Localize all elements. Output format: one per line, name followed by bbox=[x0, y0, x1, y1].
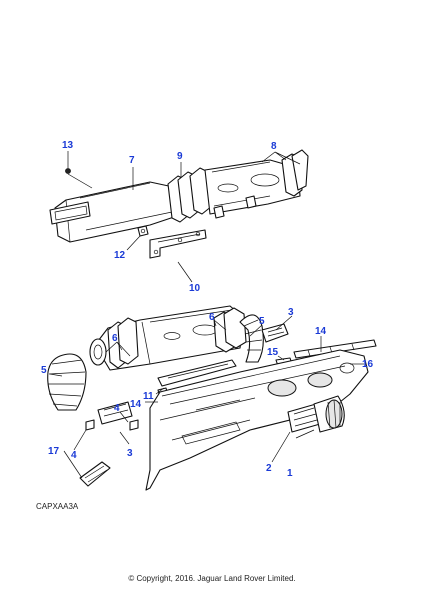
callout-16: 16 bbox=[362, 359, 374, 370]
callout-4-bottom: 4 bbox=[71, 450, 77, 461]
callout-9: 9 bbox=[177, 151, 183, 162]
callout-5-left: 5 bbox=[41, 365, 47, 376]
callout-3-bottom: 3 bbox=[127, 448, 133, 459]
callout-13: 13 bbox=[62, 140, 74, 151]
leader-lines bbox=[49, 151, 364, 479]
lower-duct-assembly bbox=[47, 305, 377, 491]
callout-1: 1 bbox=[287, 468, 293, 479]
callout-8: 8 bbox=[271, 141, 277, 152]
copyright-notice: © Copyright, 2016. Jaguar Land Rover Lim… bbox=[128, 574, 296, 583]
callout-11: 11 bbox=[143, 391, 154, 402]
upper-duct-assembly bbox=[49, 149, 309, 259]
callouts: 13 7 9 8 12 10 6 5 3 14 15 16 6 5 11 14 … bbox=[41, 140, 374, 479]
diagram-code: CAPXAA3A bbox=[36, 502, 79, 511]
callout-14-top: 14 bbox=[315, 326, 327, 337]
callout-7: 7 bbox=[129, 155, 135, 166]
callout-3-top: 3 bbox=[288, 307, 294, 318]
callout-2: 2 bbox=[266, 463, 272, 474]
callout-14-bottom: 14 bbox=[130, 399, 142, 410]
callout-15: 15 bbox=[267, 347, 279, 358]
callout-12: 12 bbox=[114, 250, 126, 261]
callout-10: 10 bbox=[189, 283, 201, 294]
callout-6-left: 6 bbox=[112, 333, 118, 344]
callout-5-right: 5 bbox=[259, 316, 265, 327]
callout-6-right: 6 bbox=[209, 312, 215, 323]
callout-4-top: 4 bbox=[114, 403, 120, 414]
callout-17: 17 bbox=[48, 446, 60, 457]
